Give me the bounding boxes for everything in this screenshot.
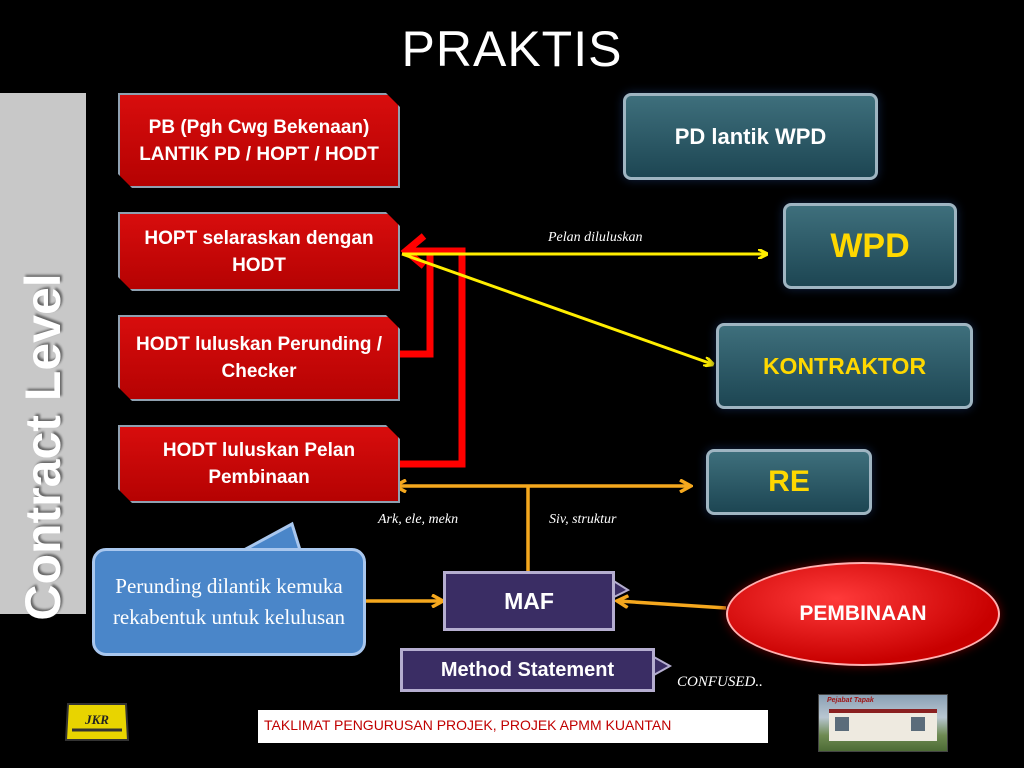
- method-statement-box: Method Statement: [400, 648, 655, 692]
- arrow-to-kontraktor: [401, 252, 712, 364]
- footer-banner: TAKLIMAT PENGURUSAN PROJEK, PROJEK APMM …: [258, 710, 768, 743]
- perunding-callout: Perunding dilantik kemuka rekabentuk unt…: [92, 548, 366, 656]
- re-box: RE: [706, 449, 872, 515]
- pembinaan-ellipse: PEMBINAAN: [726, 562, 1000, 666]
- pd-lantik-wpd-box: PD lantik WPD: [623, 93, 878, 180]
- label-siv-struktur: Siv, struktur: [549, 512, 617, 527]
- jkr-logo-text: JKR: [84, 712, 109, 727]
- red-connector-outer: [394, 247, 466, 468]
- label-ark-ele-mekn: Ark, ele, mekn: [378, 512, 459, 527]
- site-office-photo: Pejabat Tapak: [818, 694, 948, 752]
- step-pb-lantik: PB (Pgh Cwg Bekenaan) LANTIK PD / HOPT /…: [118, 93, 400, 188]
- label-pelan-diluluskan: Pelan diluluskan: [548, 230, 643, 245]
- contract-level-sidebar: Contract Level: [0, 93, 86, 621]
- arrow-from-pembinaan: [618, 601, 727, 610]
- jkr-logo: JKR: [64, 703, 130, 741]
- step-hopt-selaraskan: HOPT selaraskan dengan HODT: [118, 212, 400, 291]
- step-hodt-luluskan-perunding: HODT luluskan Perunding / Checker: [118, 315, 400, 401]
- kontraktor-box: KONTRAKTOR: [716, 323, 973, 409]
- wpd-box: WPD: [783, 203, 957, 289]
- step-hodt-luluskan-pelan: HODT luluskan Pelan Pembinaan: [118, 425, 400, 503]
- photo-caption: Pejabat Tapak: [827, 697, 874, 704]
- label-confused: CONFUSED..: [677, 674, 763, 690]
- red-connector-inner: [394, 251, 434, 358]
- slide-title: PRAKTIS: [401, 21, 623, 77]
- maf-box: MAF: [443, 571, 615, 631]
